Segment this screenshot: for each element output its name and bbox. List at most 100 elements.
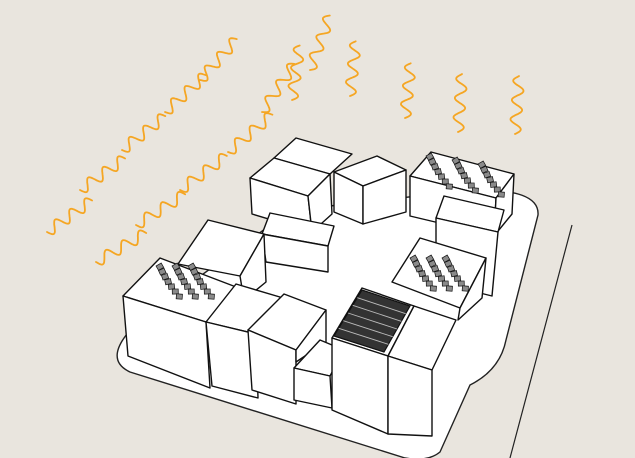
collector-tile [155, 262, 165, 271]
collector-tile [457, 280, 465, 287]
solar-collector-array-front-left [155, 262, 215, 300]
collector-tile [167, 283, 176, 290]
street-edge-line [509, 224, 573, 458]
collector-tile [203, 288, 211, 295]
collector-tile [428, 259, 437, 268]
heat-wave [509, 75, 525, 135]
heat-wave [121, 113, 167, 153]
collector-tile [434, 270, 442, 278]
collector-tile [190, 267, 199, 276]
collector-tile [471, 187, 479, 194]
collector-tile [425, 152, 435, 161]
collector-tile [467, 182, 475, 189]
collector-tile [456, 166, 466, 175]
collector-tile [441, 178, 449, 185]
collector-tile [158, 267, 167, 276]
solar-collector-strip [477, 160, 505, 198]
solar-collector-strip [187, 262, 215, 300]
collector-tile [428, 157, 437, 166]
building-back-left [249, 137, 353, 233]
heat-wave [46, 197, 93, 236]
heat-wave [287, 44, 305, 101]
collector-tile [450, 270, 458, 278]
collector-tile [430, 162, 440, 171]
collector-tile [489, 181, 498, 188]
collector-tile [493, 186, 501, 193]
collector-tile [437, 275, 446, 282]
collector-tile [412, 259, 421, 268]
collector-tile [199, 283, 208, 290]
solar-collector-strip [451, 156, 479, 194]
solar-collector-strip [441, 254, 469, 292]
heat-wave [95, 229, 148, 266]
collector-tile [441, 280, 449, 287]
collector-tile [441, 254, 451, 263]
building-front-middle-2 [247, 293, 327, 405]
collector-tile [445, 183, 453, 190]
collector-tile [421, 275, 430, 282]
solar-collector-strip [171, 262, 199, 300]
building-left [177, 219, 267, 301]
solar-panel-front-right [333, 289, 411, 353]
solar-panel-cell-line [338, 327, 389, 345]
collector-tile [187, 288, 195, 295]
collector-tile [425, 254, 435, 263]
collector-tile [482, 170, 492, 179]
collector-tile [429, 285, 437, 292]
heat-wave [308, 14, 332, 71]
heat-wave [400, 62, 416, 119]
collector-tile [480, 165, 489, 174]
collector-tile [425, 280, 433, 287]
heat-wave [135, 190, 187, 229]
solar-panel-cell-line [357, 297, 406, 315]
building-front-left-gabled [122, 257, 245, 389]
collector-tile [418, 270, 426, 278]
collector-tile [446, 264, 456, 273]
heat-wave [199, 37, 238, 82]
heat-wave [452, 73, 468, 133]
solar-collector-array-right [409, 254, 469, 292]
collector-tile [171, 288, 179, 295]
collector-tile [444, 259, 453, 268]
collector-tile [175, 293, 183, 300]
collector-tile [207, 293, 215, 300]
heat-wave [164, 72, 207, 115]
building-front-middle-1 [205, 283, 291, 399]
collector-tile [430, 264, 440, 273]
collector-tile [192, 272, 202, 281]
collector-tile [171, 262, 181, 271]
collector-tile [451, 156, 461, 165]
heat-wave [227, 112, 274, 155]
solar-collector-strip [425, 254, 453, 292]
solar-panel-cell-line [352, 304, 402, 322]
collector-tile [453, 275, 462, 282]
collector-tile [409, 254, 419, 263]
collector-tile [183, 283, 192, 290]
collector-tile [164, 278, 172, 286]
collector-tile [460, 172, 468, 180]
collector-tile [445, 285, 453, 292]
collector-tile [437, 173, 446, 180]
collector-tile [414, 264, 424, 273]
heat-wave [79, 155, 126, 194]
solar-collector-strip [425, 152, 453, 190]
heat-wave [179, 152, 228, 193]
heat-waves [46, 14, 525, 266]
collector-tile [160, 272, 170, 281]
collector-tile [196, 278, 204, 286]
heat-wave [345, 40, 361, 97]
collector-tile [191, 293, 199, 300]
collector-tile [187, 262, 197, 271]
solar-collector-strip [409, 254, 437, 292]
building-back-center [333, 155, 407, 225]
collector-tile [176, 272, 186, 281]
collector-tile [497, 191, 505, 198]
collector-tile [174, 267, 183, 276]
solar-panel-cell-line [343, 320, 393, 338]
solar-collector-strip [155, 262, 183, 300]
solar-collector-array-back-right [425, 152, 505, 198]
collector-tile [461, 285, 469, 292]
collector-tile [454, 161, 463, 170]
collector-tile [477, 160, 487, 169]
